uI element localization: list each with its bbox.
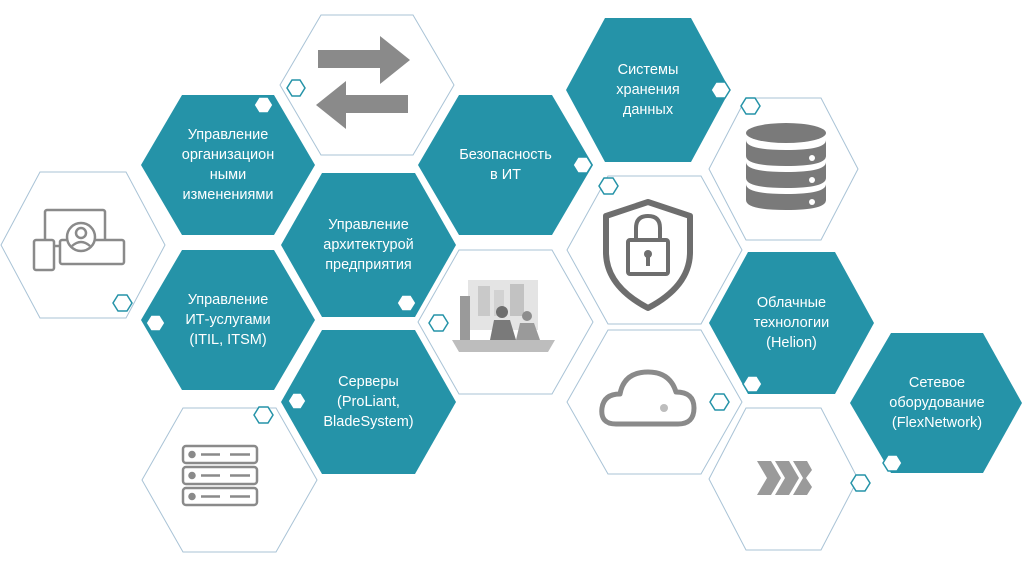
cloud-icon [599, 369, 697, 427]
devices-user-icon [32, 208, 126, 272]
node-hex [572, 156, 593, 174]
transfer-arrows-icon [316, 36, 410, 129]
hex-cloud [566, 329, 743, 475]
hex-shield [566, 175, 743, 325]
node-hex [145, 314, 166, 332]
hex-cloud-tech [709, 252, 874, 394]
database-icon [746, 123, 826, 210]
hex-transfer [279, 14, 455, 156]
hex-storage [566, 18, 730, 162]
node-hex [428, 314, 449, 332]
hex-network [850, 333, 1022, 473]
hex-server-rack [141, 407, 318, 553]
node-hex [850, 474, 871, 492]
hex-it-services [141, 250, 315, 390]
x-logo-icon [757, 461, 812, 495]
hex-laptop [417, 249, 594, 395]
node-hex [742, 375, 763, 393]
server-rack-icon [181, 444, 259, 507]
laptop-people-icon [452, 280, 555, 352]
node-hex [396, 294, 417, 312]
node-hex [287, 392, 307, 410]
node-hex [598, 177, 619, 195]
node-hex [710, 81, 731, 99]
hex-devices [0, 171, 166, 319]
hex-database [708, 97, 859, 241]
hex-enterprise-architecture [281, 173, 456, 317]
shield-lock-icon [603, 199, 693, 311]
hex-x-logo [708, 407, 859, 551]
hex-it-security [418, 95, 593, 235]
node-hex [253, 406, 274, 424]
node-hex [253, 96, 274, 114]
hex-change-management [141, 95, 315, 235]
node-hex [882, 454, 903, 472]
node-hex [286, 79, 306, 97]
hex-servers [281, 330, 456, 474]
node-hex [740, 97, 761, 115]
node-hex [709, 393, 730, 411]
node-hex [112, 294, 133, 312]
